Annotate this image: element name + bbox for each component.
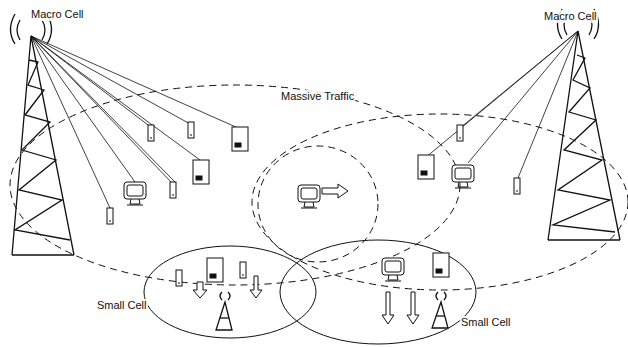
macro-cell-label: Macro Cell [30, 8, 85, 21]
macro-cell-label: Macro Cell [543, 10, 598, 23]
small-cell-label: Small Cell [460, 316, 512, 329]
traffic-label: Massive Traffic [280, 90, 355, 103]
small-cell-label: Small Cell [96, 299, 148, 312]
